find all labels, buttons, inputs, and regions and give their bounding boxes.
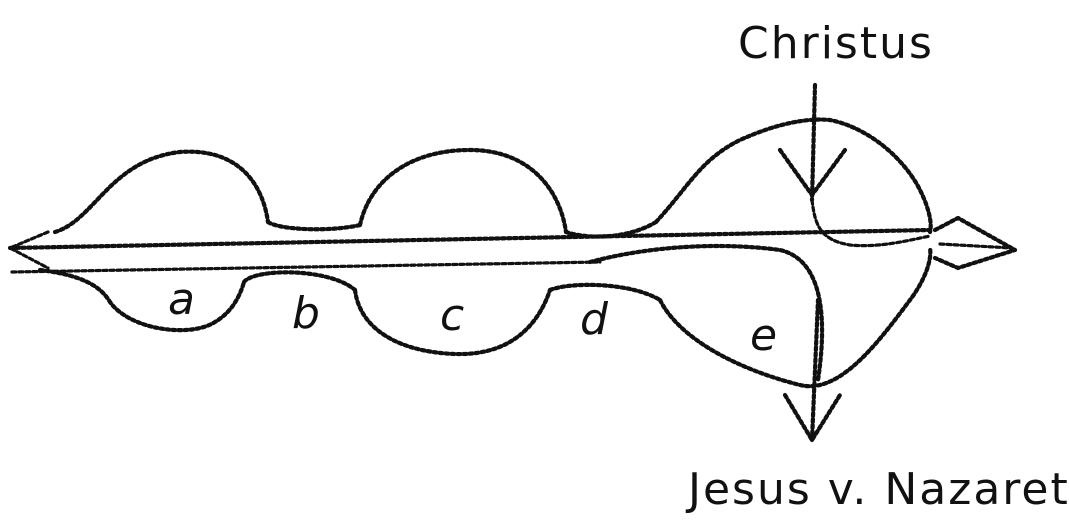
segment-d-lower-outline <box>547 282 663 303</box>
central-axis-line <box>7 227 933 251</box>
left-arrow-tip <box>8 230 50 270</box>
label-jesus-v-nazareth: Jesus v. Nazareth <box>685 464 1069 515</box>
christus-arrow-head <box>777 147 848 198</box>
label-segment-d: d <box>580 294 609 345</box>
segment-e-inner-curve <box>587 243 825 383</box>
segment-a-lower-outline <box>37 267 247 333</box>
label-christus: Christus <box>738 18 934 69</box>
segment-b-lower-outline <box>241 270 358 293</box>
segment-a-upper-outline <box>52 149 271 235</box>
segment-c-upper-outline <box>357 147 569 235</box>
right-arrow-tip <box>932 215 1018 271</box>
label-segment-e: e <box>750 310 777 361</box>
christus-inner-link <box>810 198 932 248</box>
right-arrow-inner <box>938 242 1014 250</box>
jesus-arrow-shaft <box>809 297 821 443</box>
segment-b-upper-outline <box>265 219 363 232</box>
label-segment-a: a <box>168 274 195 325</box>
jesus-arrow-head <box>782 392 843 443</box>
segment-d-upper-outline <box>563 219 659 239</box>
segment-c-lower-outline <box>352 287 553 357</box>
segment-e-lower-outline <box>657 245 933 389</box>
label-segment-b: b <box>292 288 320 339</box>
label-segment-c: c <box>440 290 464 341</box>
christus-arrow-shaft <box>809 82 818 203</box>
segment-e-upper-outline <box>653 117 933 235</box>
central-axis-line-lower <box>10 260 602 274</box>
